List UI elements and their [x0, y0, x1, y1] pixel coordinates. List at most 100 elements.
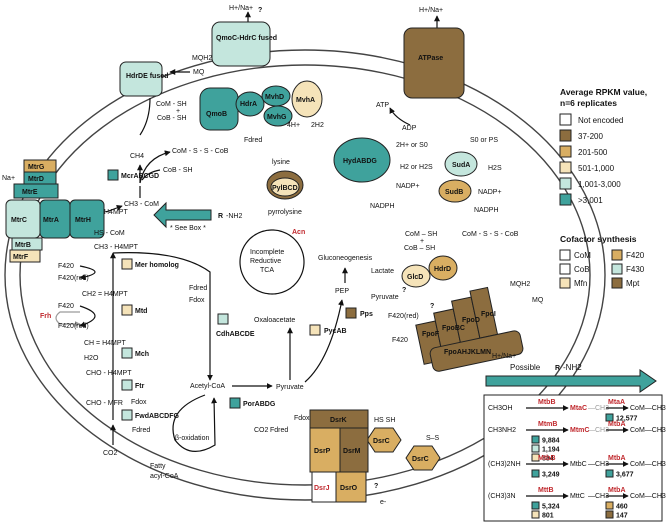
- cob-sh-mid: CoB - SH: [163, 167, 193, 174]
- mq-top: MQ: [193, 69, 205, 76]
- box-count: 801: [542, 513, 554, 520]
- mtr-to-ch3com: [105, 205, 123, 213]
- ch3-h4mpt: CH3 - H4MPT: [94, 244, 139, 251]
- plus-top: +: [176, 108, 180, 115]
- box-enzyme1: MtbB: [538, 455, 556, 462]
- fwd-swatch: [121, 409, 133, 421]
- hydabdg: [333, 137, 391, 183]
- top-question: ?: [258, 7, 262, 14]
- fdox-por: Fdox: [294, 415, 310, 422]
- hdra: [235, 91, 265, 117]
- outer-membrane: [4, 49, 606, 501]
- legend-label: 1,001-3,000: [578, 180, 621, 189]
- mvhd-label: MvhD: [265, 94, 284, 101]
- mtrb-label: MtrB: [15, 242, 31, 249]
- mch-label: Mch: [135, 351, 149, 358]
- fpo-f420: F420: [392, 337, 408, 344]
- mcr-label: McrABCGD: [121, 173, 159, 180]
- frh-loop: [55, 311, 81, 327]
- acn-label: Acn: [292, 229, 305, 236]
- pep: PEP: [335, 288, 349, 295]
- fpo-q: ?: [430, 303, 434, 310]
- cdh-label: CdhABCDE: [216, 331, 255, 338]
- dsrc-ss: S–S: [426, 435, 440, 442]
- mtd-label: Mtd: [135, 308, 147, 315]
- legend-swatch: [559, 161, 572, 174]
- atp-label: ATP: [376, 102, 389, 109]
- mtrh-label: MtrH: [75, 217, 91, 224]
- fpo-mq: MQ: [532, 297, 544, 304]
- pylbcd-inner: [270, 177, 300, 197]
- dsrm-label: DsrM: [343, 448, 361, 455]
- box-ch3: —CH3: [588, 405, 609, 412]
- legend-title-1: Average RPKM value,: [560, 87, 647, 97]
- box-enzyme2: MtbA: [608, 421, 626, 428]
- box-product: CoM—CH3: [630, 461, 666, 468]
- mtra-label: MtrA: [43, 217, 59, 224]
- beta-ox: β-oxidation: [175, 435, 209, 442]
- cofactor-legend: Cofactor synthesis: [560, 234, 637, 244]
- mvhg-label: MvhG: [267, 114, 287, 121]
- atp-hna: H+/Na+: [419, 7, 443, 14]
- box-count: 3,249: [542, 472, 560, 479]
- mtrf-label: MtrF: [13, 254, 29, 261]
- co2-a: CO2: [103, 450, 118, 457]
- legend-label: >3,001: [578, 196, 603, 205]
- cofactor-label: Mfn: [574, 279, 587, 288]
- atp-arrow: [389, 107, 411, 126]
- hyd-out: H2 or H2S: [400, 164, 433, 171]
- hdra-label: HdrA: [240, 101, 257, 108]
- cofactor-label: CoB: [574, 265, 590, 274]
- sud-in: S0 or PS: [470, 137, 498, 144]
- box-count2-swatch: [605, 413, 614, 422]
- dsrc-2: [405, 445, 441, 471]
- hdr-plus: +: [420, 238, 424, 245]
- mvhg: [263, 105, 293, 127]
- possible-label-post: -NH2: [563, 363, 582, 372]
- cofactor-label: CoM: [574, 251, 591, 260]
- box-count: 884: [542, 456, 554, 463]
- mtd-swatch: [121, 304, 133, 316]
- mtrg-label: MtrG: [28, 164, 45, 171]
- dsrc-2-label: DsrC: [412, 456, 429, 463]
- cofactor-swatch: [611, 263, 623, 275]
- box-ch3: —CH3: [588, 493, 609, 500]
- mtrh: [69, 199, 105, 239]
- box-substrate: (CH3)3N: [488, 493, 516, 500]
- atpase-label: ATPase: [418, 55, 443, 62]
- possible-label-pre: Possible: [510, 363, 541, 372]
- com-s-s-cob: CoM - S - S - CoB: [172, 148, 229, 155]
- glcd-label: GlcD: [407, 274, 423, 281]
- box-enzyme2: MtbA: [608, 487, 626, 494]
- hdrde-arrow: [139, 97, 151, 136]
- pyr-to-pep: [304, 299, 344, 383]
- dsrj-label: DsrJ: [314, 485, 330, 492]
- h4mpt-top: H4MPT: [104, 209, 128, 216]
- sud-nadp: NADP+: [478, 189, 502, 196]
- co2-por: CO2: [254, 427, 269, 434]
- box-mid: MtbC: [570, 461, 587, 468]
- mvha: [291, 80, 323, 118]
- box-count: 9,884: [542, 438, 560, 445]
- legend-swatch: [559, 145, 572, 158]
- beta-ox-loop: [172, 394, 218, 452]
- pylbcd-label: PylBCD: [272, 185, 298, 192]
- dsrm: [339, 427, 369, 473]
- dsrp-label: DsrP: [314, 448, 331, 455]
- box-count2: 3,677: [616, 472, 634, 479]
- por-label: PorABDG: [243, 401, 276, 408]
- box-rows: CH3OHMtbBMtaC—CH3MtaACoM—CH312,57712,577…: [488, 399, 666, 520]
- possible-arrow: [485, 369, 657, 393]
- fpo-complex: [415, 286, 524, 372]
- por-swatch: [229, 397, 241, 409]
- hdrde-label: HdrDE fused: [126, 73, 168, 80]
- cob-sh-top: CoB - SH: [157, 115, 187, 122]
- fpobc-label: FpoBC: [442, 325, 465, 332]
- fdred-cdh: Fdred: [189, 285, 207, 292]
- f420-a: F420: [58, 263, 74, 270]
- box-enzyme2: MtbA: [608, 455, 626, 462]
- legend-label: 201-500: [578, 148, 608, 157]
- dsrp: [309, 427, 341, 473]
- box-ch3: —CH3: [588, 461, 609, 468]
- fatty-2: acyl-CoA: [150, 473, 179, 480]
